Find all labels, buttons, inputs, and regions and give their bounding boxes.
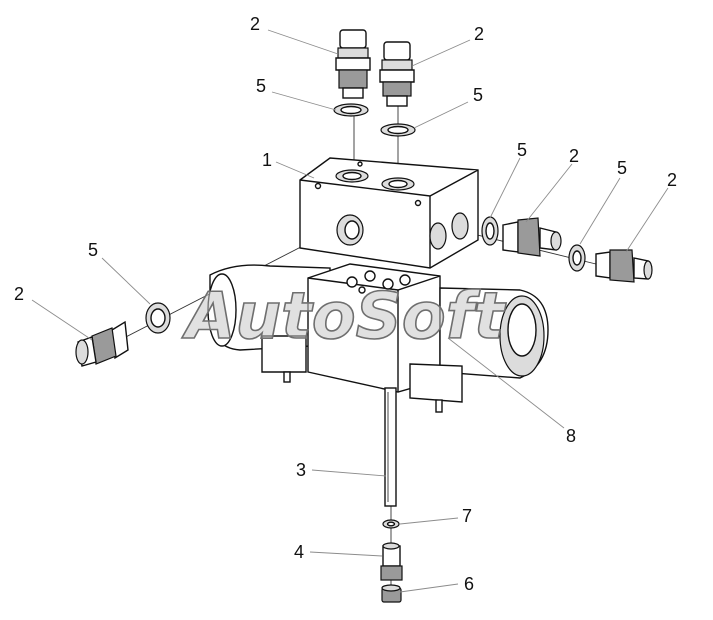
side-fitting-1	[502, 217, 562, 257]
solenoid-valve-assembly	[207, 263, 549, 413]
spacer-nut	[380, 542, 403, 581]
callout-3: 3	[296, 460, 306, 480]
callout-2-top-right: 2	[474, 24, 484, 44]
top-fitting-right	[379, 41, 415, 107]
callout-2-side-2: 2	[667, 170, 677, 190]
leader-lines	[31, 29, 669, 593]
callout-8: 8	[566, 426, 576, 446]
side-seal-ring-1	[481, 216, 499, 246]
callout-2-side-1: 2	[569, 146, 579, 166]
top-seal-ring-left	[333, 103, 369, 117]
callout-labels: 2 2 5 5 1 5 2 5 2 5 2 8 3 7 4 6	[14, 14, 677, 594]
callout-6: 6	[464, 574, 474, 594]
side-fitting-2	[595, 249, 653, 283]
callout-5-top-right: 5	[473, 85, 483, 105]
callout-1: 1	[262, 150, 272, 170]
cap-nut	[381, 584, 402, 603]
washer	[382, 519, 400, 529]
callout-5-side-1: 5	[517, 140, 527, 160]
left-fitting	[75, 320, 129, 367]
callout-2-top-left: 2	[250, 14, 260, 34]
callout-2-left: 2	[14, 284, 24, 304]
callout-7: 7	[462, 506, 472, 526]
top-seal-ring-right	[380, 123, 416, 137]
left-seal-ring	[145, 302, 171, 334]
top-fitting-left	[335, 29, 371, 99]
callout-5-top-left: 5	[256, 76, 266, 96]
valve-body-block	[299, 157, 479, 269]
callout-5-left: 5	[88, 240, 98, 260]
side-seal-ring-2	[568, 244, 586, 272]
autosoft-watermark: AutoSoft	[181, 280, 507, 354]
callout-4: 4	[294, 542, 304, 562]
stud-rod	[384, 387, 397, 507]
callout-5-side-2: 5	[617, 158, 627, 178]
